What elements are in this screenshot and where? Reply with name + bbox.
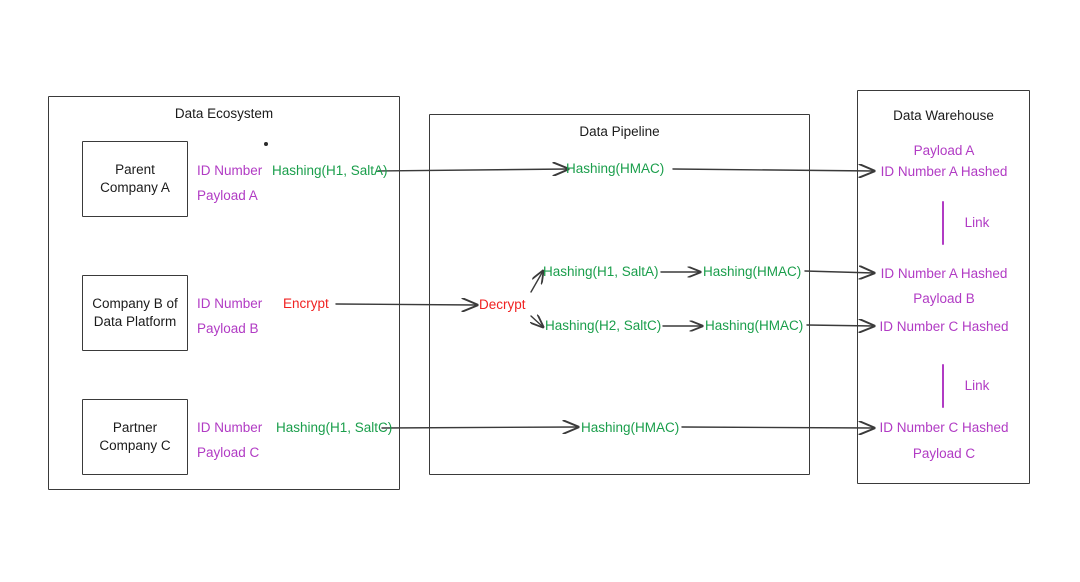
label-link-top: Link <box>964 215 990 230</box>
label-link-bottom: Link <box>964 378 990 393</box>
data-ecosystem-title: Data Ecosystem <box>174 106 274 121</box>
label-warehouse-payload-b: Payload B <box>913 291 975 306</box>
label-hashing-h1-salta-source: Hashing(H1, SaltA) <box>272 163 388 178</box>
label-hashing-h1-saltc-source: Hashing(H1, SaltC) <box>276 420 393 435</box>
label-id-number-a: ID Number <box>197 163 263 178</box>
label-pipeline-hmac-bottom: Hashing(HMAC) <box>581 420 680 435</box>
label-branch-hmac-lower: Hashing(HMAC) <box>705 318 804 333</box>
entity-label-line1: Parent <box>115 162 155 177</box>
data-warehouse-container <box>857 90 1030 484</box>
link-bar-bottom <box>942 364 945 408</box>
entity-box-company-b[interactable]: Company B of Data Platform <box>82 275 188 351</box>
entity-box-parent-company-a[interactable]: Parent Company A <box>82 141 188 217</box>
label-warehouse-id-c-hashed-mid: ID Number C Hashed <box>879 319 1009 334</box>
label-warehouse-id-a-hashed-mid: ID Number A Hashed <box>880 266 1008 281</box>
entity-label-line2: Company A <box>100 180 170 195</box>
label-payload-c-source: Payload C <box>197 445 260 460</box>
label-branch-hashing-h2-saltc: Hashing(H2, SaltC) <box>545 318 662 333</box>
label-id-number-b: ID Number <box>197 296 263 311</box>
label-warehouse-payload-a: Payload A <box>913 143 975 158</box>
entity-label-line1: Company B of <box>92 296 178 311</box>
entity-box-partner-company-c[interactable]: Partner Company C <box>82 399 188 475</box>
label-encrypt: Encrypt <box>283 296 329 311</box>
label-decrypt: Decrypt <box>479 297 526 312</box>
label-payload-a-source: Payload A <box>197 188 258 203</box>
label-pipeline-hmac-top: Hashing(HMAC) <box>566 161 665 176</box>
label-branch-hmac-upper: Hashing(HMAC) <box>703 264 802 279</box>
data-ecosystem-container <box>48 96 400 490</box>
label-warehouse-id-c-hashed-bottom: ID Number C Hashed <box>879 420 1009 435</box>
entity-label-line1: Partner <box>112 420 158 435</box>
decorative-dot <box>264 142 268 146</box>
data-pipeline-container <box>429 114 810 475</box>
data-pipeline-title: Data Pipeline <box>579 124 660 139</box>
label-id-number-c: ID Number <box>197 420 263 435</box>
label-payload-b-source: Payload B <box>197 321 259 336</box>
label-branch-hashing-h1-salta: Hashing(H1, SaltA) <box>543 264 659 279</box>
entity-label-line2: Company C <box>99 438 171 453</box>
label-warehouse-id-a-hashed-top: ID Number A Hashed <box>880 164 1008 179</box>
data-warehouse-title: Data Warehouse <box>893 108 994 123</box>
link-bar-top <box>942 201 945 245</box>
label-warehouse-payload-c: Payload C <box>912 446 976 461</box>
entity-label-line2: Data Platform <box>93 314 177 329</box>
